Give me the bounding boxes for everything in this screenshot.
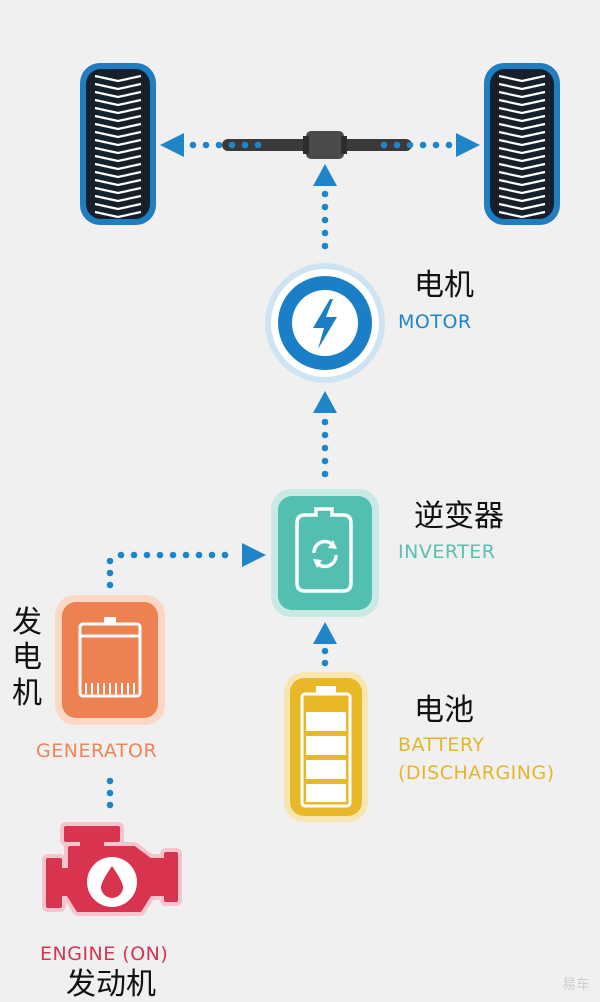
tire-tread xyxy=(498,202,546,211)
engine-icon xyxy=(42,822,182,916)
inverter-icon xyxy=(271,489,379,617)
tire-tread xyxy=(94,138,142,147)
flow-arrows xyxy=(106,133,480,809)
engine-label-cn: 发动机 xyxy=(66,967,156,1002)
generator-icon xyxy=(55,595,165,725)
tire-tread xyxy=(498,98,546,107)
tire-tread xyxy=(498,90,546,99)
oil-drop-icon xyxy=(101,866,123,898)
tire-tread xyxy=(498,170,546,179)
tire-tread xyxy=(498,114,546,123)
tire-tread xyxy=(94,210,142,218)
generator-label-cn: 发电机 xyxy=(12,605,42,711)
tire-tread xyxy=(498,154,546,163)
tire-tread xyxy=(498,162,546,171)
left-tire-icon xyxy=(80,63,156,225)
motor-label-cn: 电机 xyxy=(414,268,474,303)
tire-tread xyxy=(94,74,142,83)
tire-tread xyxy=(94,162,142,171)
tire-tread xyxy=(498,106,546,115)
tire-tread xyxy=(94,146,142,155)
axle-icon xyxy=(222,131,412,159)
tire-tread xyxy=(498,122,546,131)
arrow-to-left-tire xyxy=(160,133,184,157)
tire-tread xyxy=(94,122,142,131)
tire-tread xyxy=(94,106,142,115)
arrow-to-motor xyxy=(313,391,337,413)
tire-tread xyxy=(498,74,546,83)
arrow-to-right-tire xyxy=(456,133,480,157)
tire-tread xyxy=(94,170,142,179)
watermark: 易车 xyxy=(562,977,590,993)
right-tire-icon xyxy=(484,63,560,225)
tire-tread xyxy=(94,82,142,91)
tire-tread xyxy=(94,98,142,107)
tire-tread xyxy=(498,138,546,147)
generator-label-en: GENERATOR xyxy=(36,740,158,762)
tire-tread xyxy=(498,82,546,91)
tire-tread xyxy=(498,186,546,195)
tire-tread xyxy=(94,178,142,187)
battery-label-en-line2: (DISCHARGING) xyxy=(398,762,555,784)
tire-tread xyxy=(94,186,142,195)
tire-tread xyxy=(498,178,546,187)
motor-label-en: MOTOR xyxy=(398,311,472,333)
inverter-label-cn: 逆变器 xyxy=(414,499,504,534)
tire-tread xyxy=(498,130,546,139)
motor-icon xyxy=(265,263,385,383)
arrow-to-inverter-from-battery xyxy=(313,622,337,644)
tire-tread xyxy=(94,202,142,211)
battery-icon xyxy=(284,672,368,822)
inverter-label-en: INVERTER xyxy=(398,541,496,563)
battery-label-en-line1: BATTERY xyxy=(398,734,485,756)
arrow-to-inverter-from-generator xyxy=(242,543,266,567)
lightning-bolt-icon xyxy=(313,299,337,349)
tire-tread xyxy=(94,114,142,123)
tire-tread xyxy=(94,90,142,99)
tire-tread xyxy=(94,154,142,163)
arrow-to-axle xyxy=(313,164,337,186)
tire-tread xyxy=(498,210,546,218)
engine-label-en: ENGINE (ON) xyxy=(40,943,169,965)
tire-tread xyxy=(94,130,142,139)
battery-label-cn: 电池 xyxy=(414,693,474,728)
tire-tread xyxy=(498,146,546,155)
tire-tread xyxy=(94,194,142,203)
tire-tread xyxy=(498,194,546,203)
